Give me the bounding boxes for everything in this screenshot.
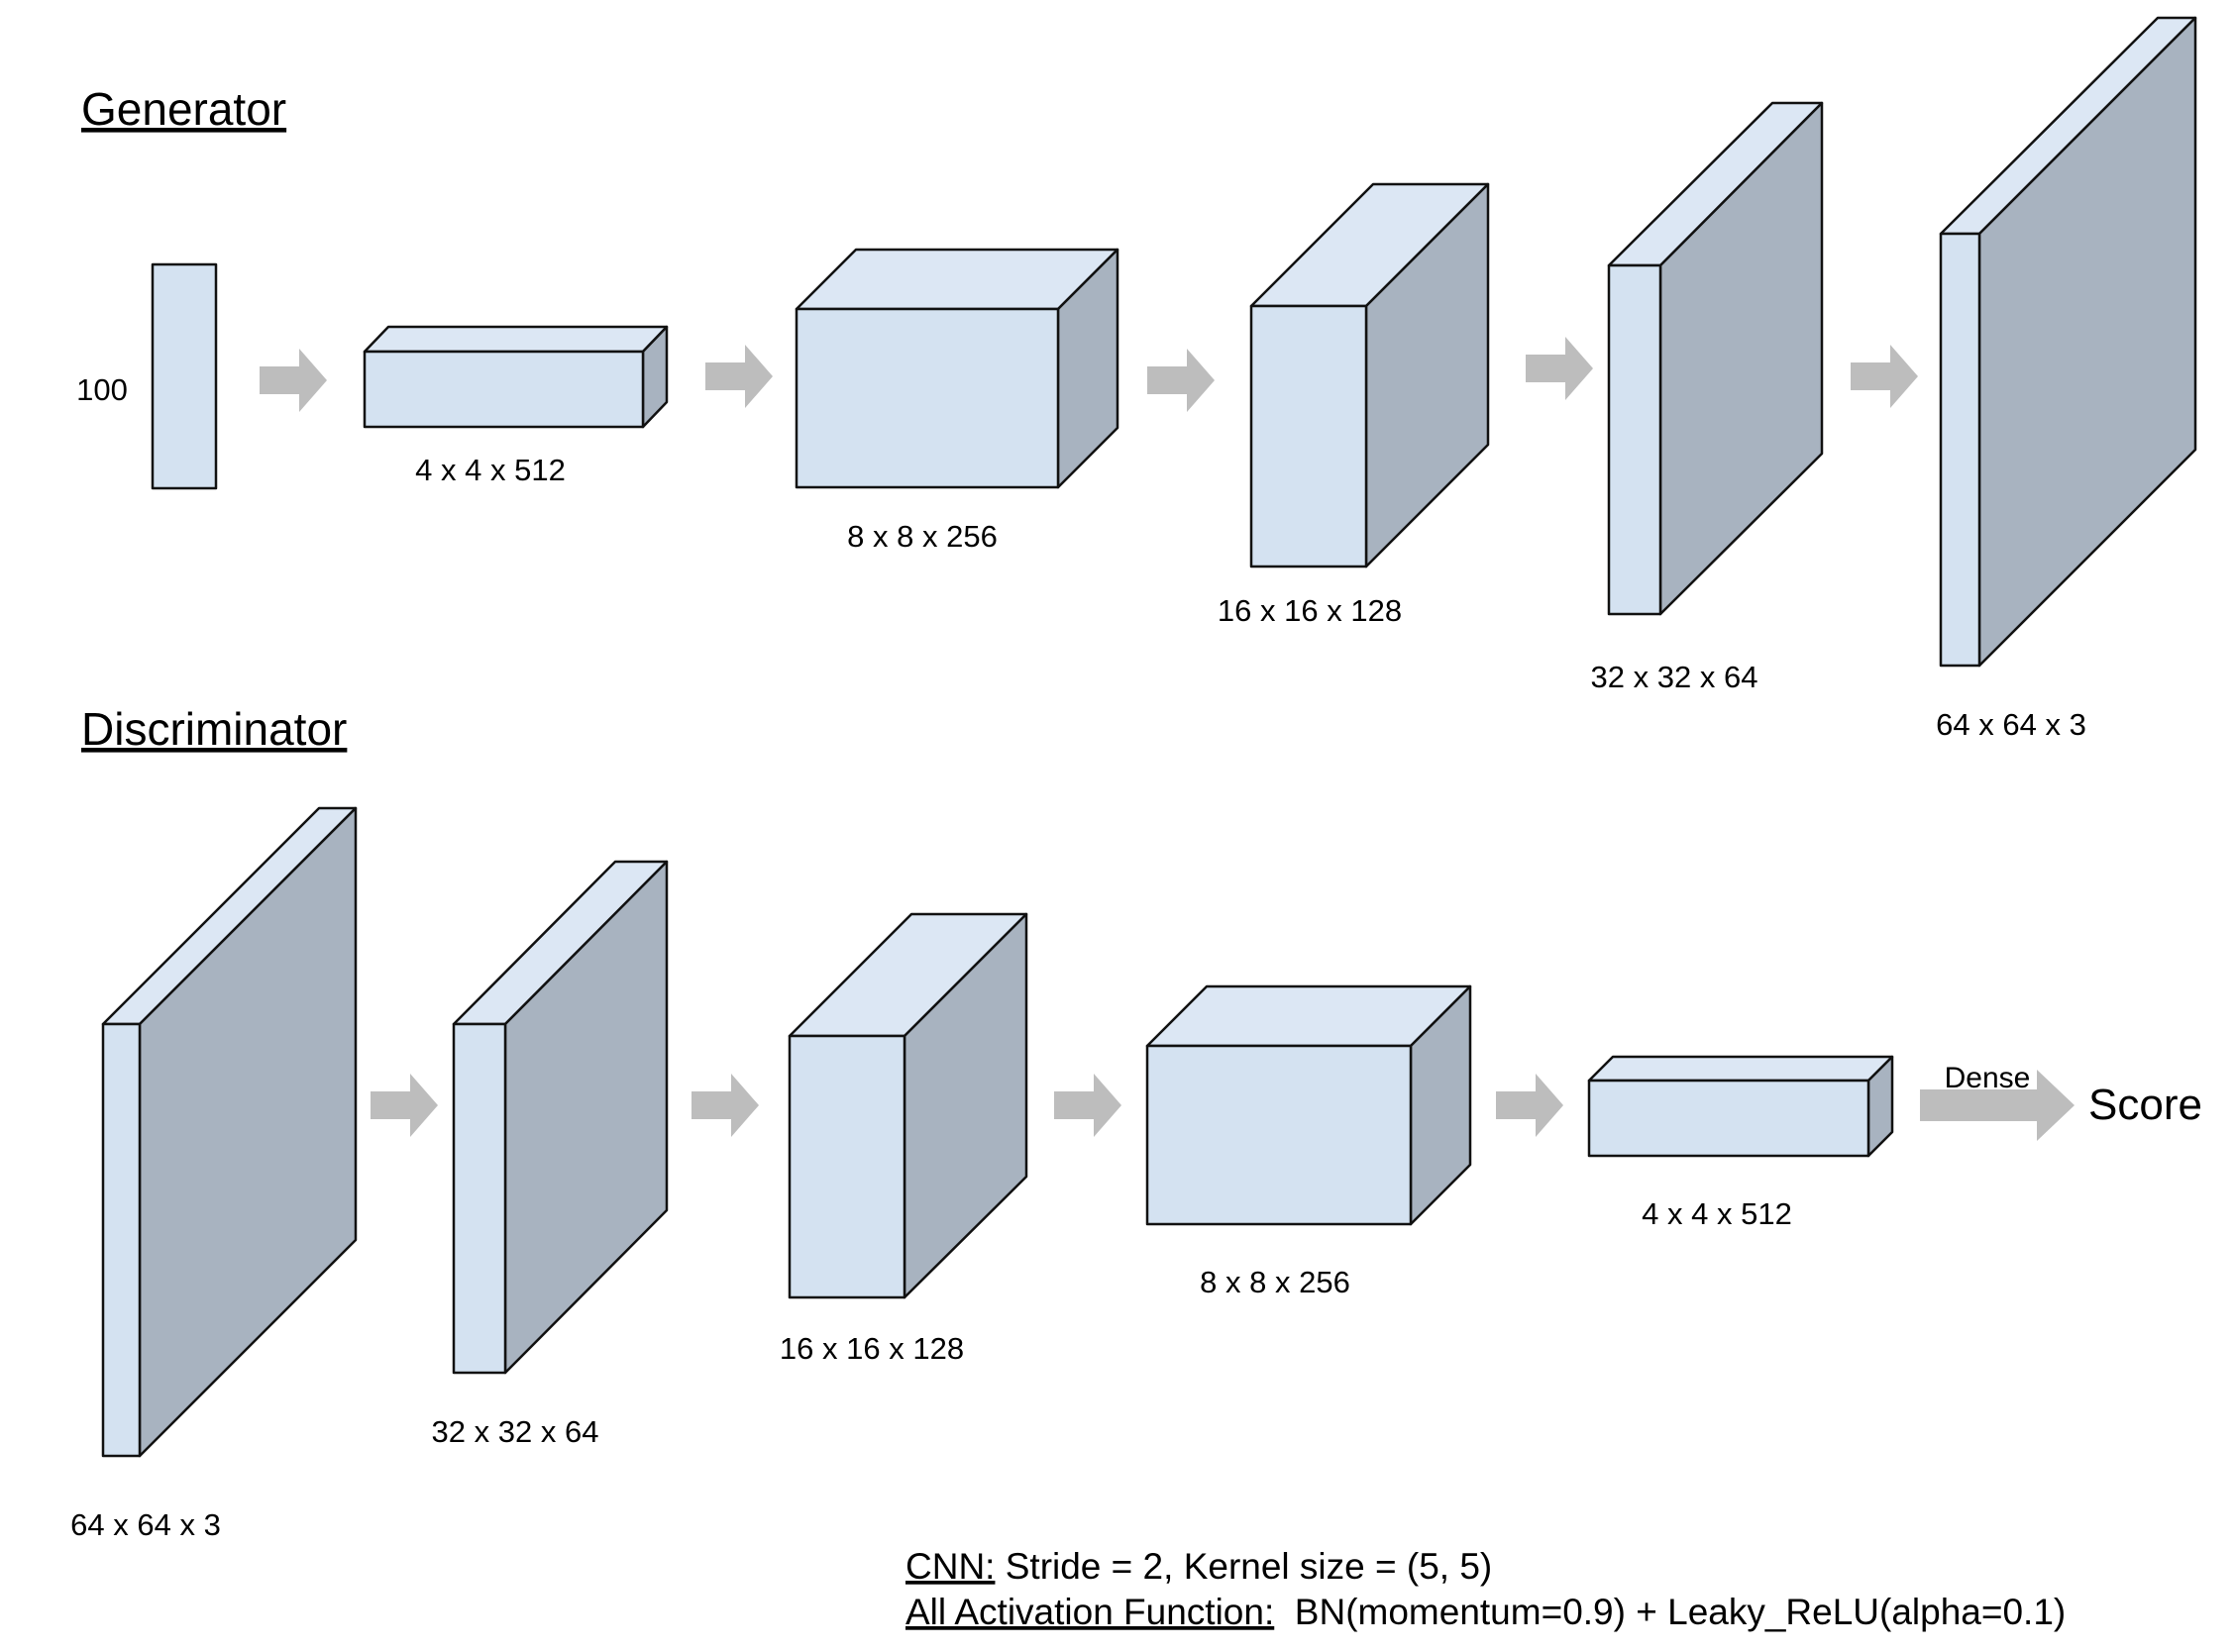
generator-layer-2-label: 8 x 8 x 256 <box>847 519 998 554</box>
generator-input-label: 100 <box>76 372 128 407</box>
generator-input-vector <box>151 262 218 490</box>
discriminator-layer-4-label: 8 x 8 x 256 <box>1200 1265 1350 1299</box>
generator-arrow-5 <box>1851 345 1918 408</box>
dense-arrow <box>1920 1070 2075 1141</box>
generator-layer-5-block <box>1939 16 2197 668</box>
generator-layer-1-label: 4 x 4 x 512 <box>415 453 566 487</box>
discriminator-title: Discriminator <box>81 703 347 755</box>
generator-layer-3-label: 16 x 16 x 128 <box>1218 593 1402 628</box>
generator-layer-4-block <box>1607 101 1824 616</box>
discriminator-layer-2-block <box>452 860 669 1375</box>
dense-label: Dense <box>1945 1062 2031 1094</box>
generator-arrow-1 <box>260 349 327 412</box>
discriminator-arrow-1 <box>371 1074 438 1137</box>
generator-layer-4-label: 32 x 32 x 64 <box>1591 660 1758 694</box>
discriminator-arrow-2 <box>692 1074 759 1137</box>
score-label: Score <box>2088 1081 2202 1129</box>
discriminator-arrow-4 <box>1496 1074 1563 1137</box>
cnn-note-value: Stride = 2, Kernel size = (5, 5) <box>995 1546 1492 1587</box>
activation-note: All Activation Function: BN(momentum=0.9… <box>905 1592 2066 1632</box>
generator-layer-2-block <box>795 248 1119 489</box>
discriminator-arrow-3 <box>1054 1074 1121 1137</box>
generator-layer-5-label: 64 x 64 x 3 <box>1936 707 2086 742</box>
generator-layer-3-block <box>1249 182 1490 568</box>
activation-note-key: All Activation Function: <box>905 1592 1274 1632</box>
cnn-note-key: CNN: <box>905 1546 995 1587</box>
generator-arrow-3 <box>1147 349 1215 412</box>
generator-layer-1-block <box>363 325 669 429</box>
discriminator-layer-2-label: 32 x 32 x 64 <box>432 1414 599 1449</box>
cnn-note: CNN: Stride = 2, Kernel size = (5, 5) <box>905 1546 1492 1587</box>
discriminator-layer-3-block <box>788 912 1028 1299</box>
discriminator-layer-5-label: 4 x 4 x 512 <box>1642 1196 1792 1231</box>
discriminator-layer-3-label: 16 x 16 x 128 <box>780 1331 964 1366</box>
discriminator-layer-5-block <box>1587 1055 1894 1158</box>
discriminator-layer-1-label: 64 x 64 x 3 <box>70 1507 221 1542</box>
activation-note-value: BN(momentum=0.9) + Leaky_ReLU(alpha=0.1) <box>1274 1592 2066 1632</box>
generator-title: Generator <box>81 83 286 135</box>
generator-arrow-2 <box>705 345 773 408</box>
discriminator-layer-1-block <box>101 806 358 1458</box>
generator-arrow-4 <box>1526 337 1593 400</box>
discriminator-layer-4-block <box>1145 984 1472 1226</box>
